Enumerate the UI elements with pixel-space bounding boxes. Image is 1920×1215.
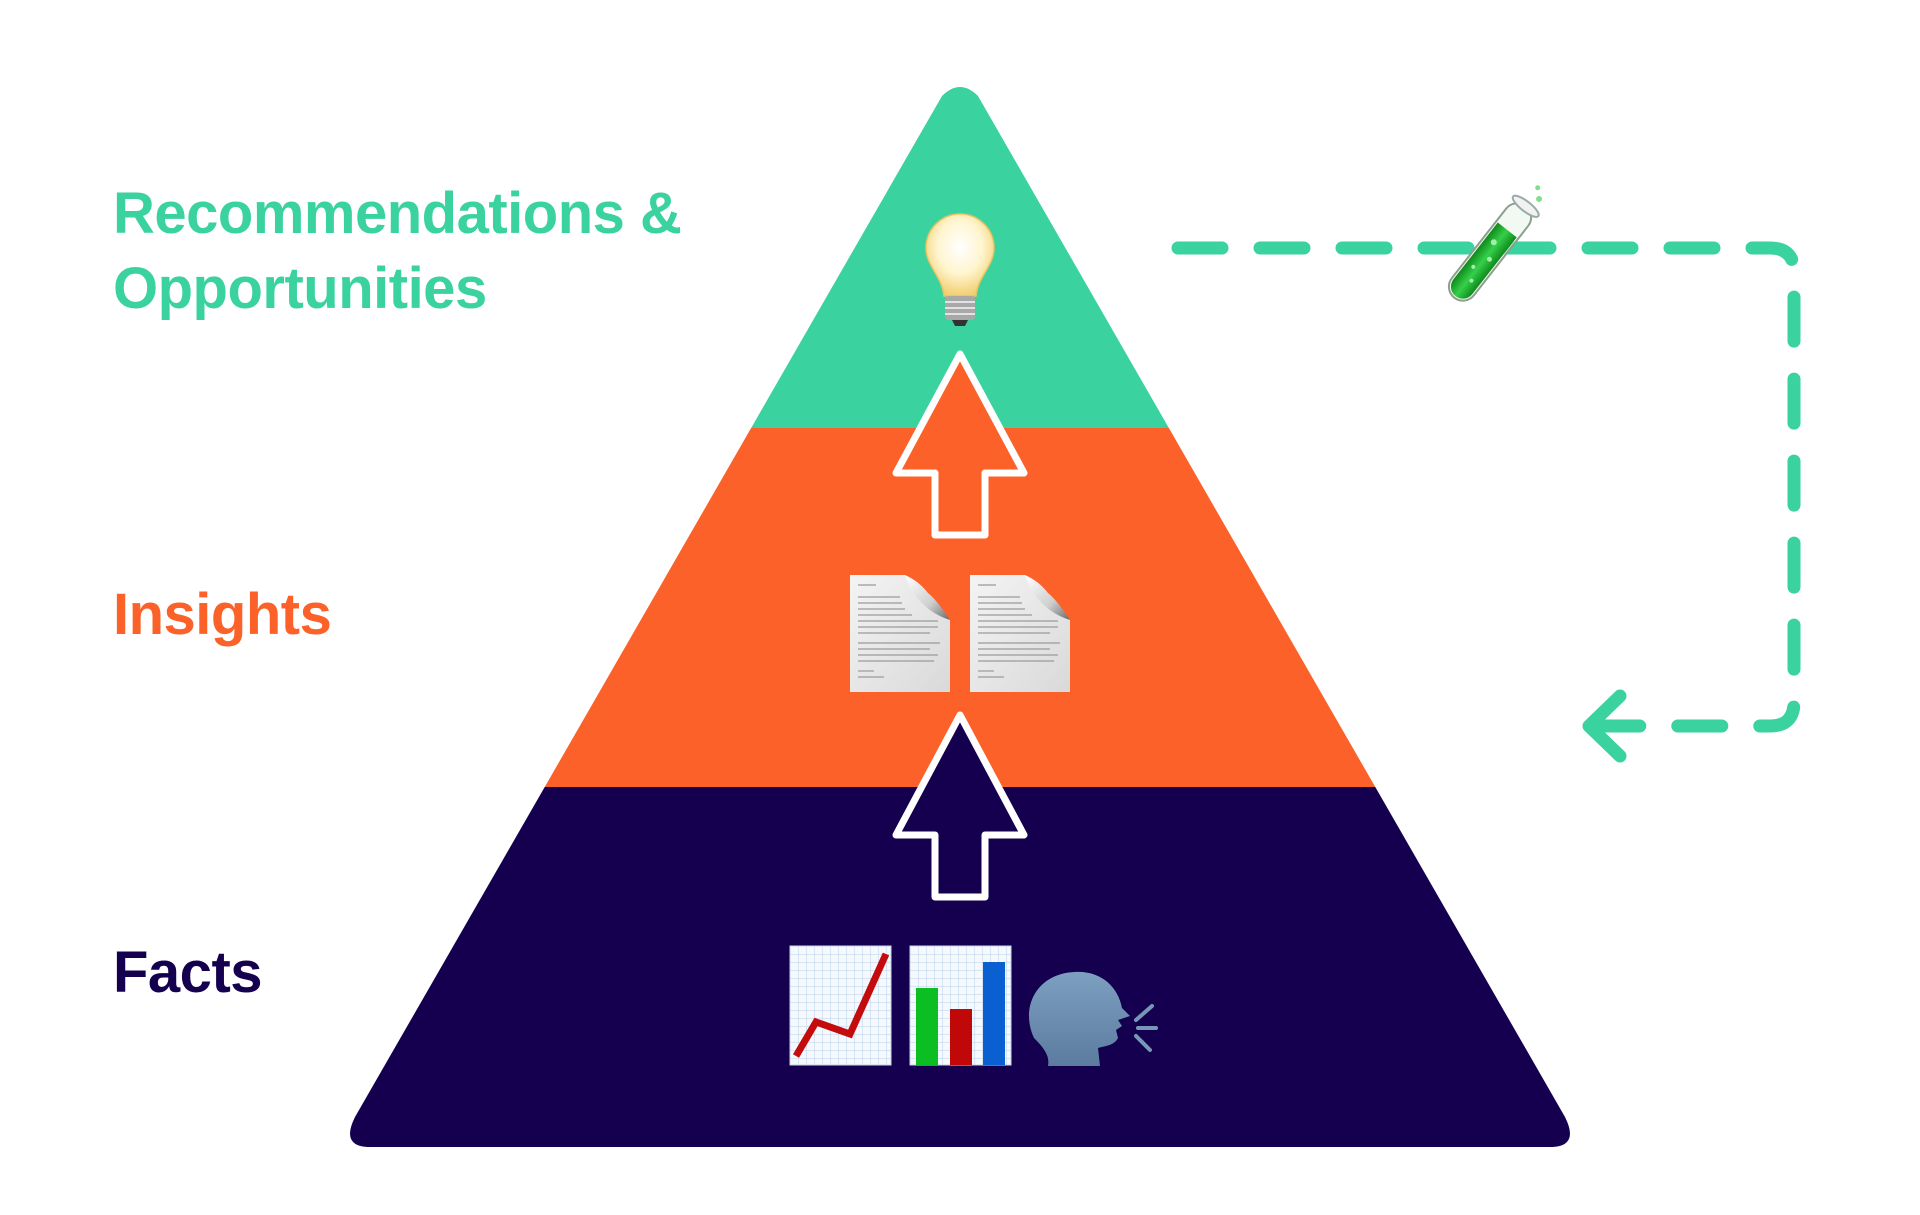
document-icon <box>970 575 1070 692</box>
label-recommendations-line2: Opportunities <box>113 256 487 321</box>
up-arrow-insights-to-recommendations <box>892 350 1028 539</box>
label-insights: Insights <box>113 582 332 647</box>
document-icon <box>850 575 950 692</box>
feedback-loop-arrowhead <box>1582 689 1627 763</box>
chart-increasing-icon <box>789 945 892 1066</box>
test-tube-icon <box>1447 185 1543 302</box>
feedback-loop-dashed-path <box>1171 241 1801 733</box>
label-recommendations-line1: Recommendations & <box>113 181 682 246</box>
up-arrow-facts-to-insights <box>892 711 1028 901</box>
bar-chart-icon <box>909 945 1012 1066</box>
light-bulb-icon <box>925 213 995 326</box>
label-facts: Facts <box>113 940 263 1005</box>
label-recommendations-opportunities: Recommendations & Opportunities <box>113 176 682 326</box>
speaking-head-icon <box>1028 971 1158 1066</box>
